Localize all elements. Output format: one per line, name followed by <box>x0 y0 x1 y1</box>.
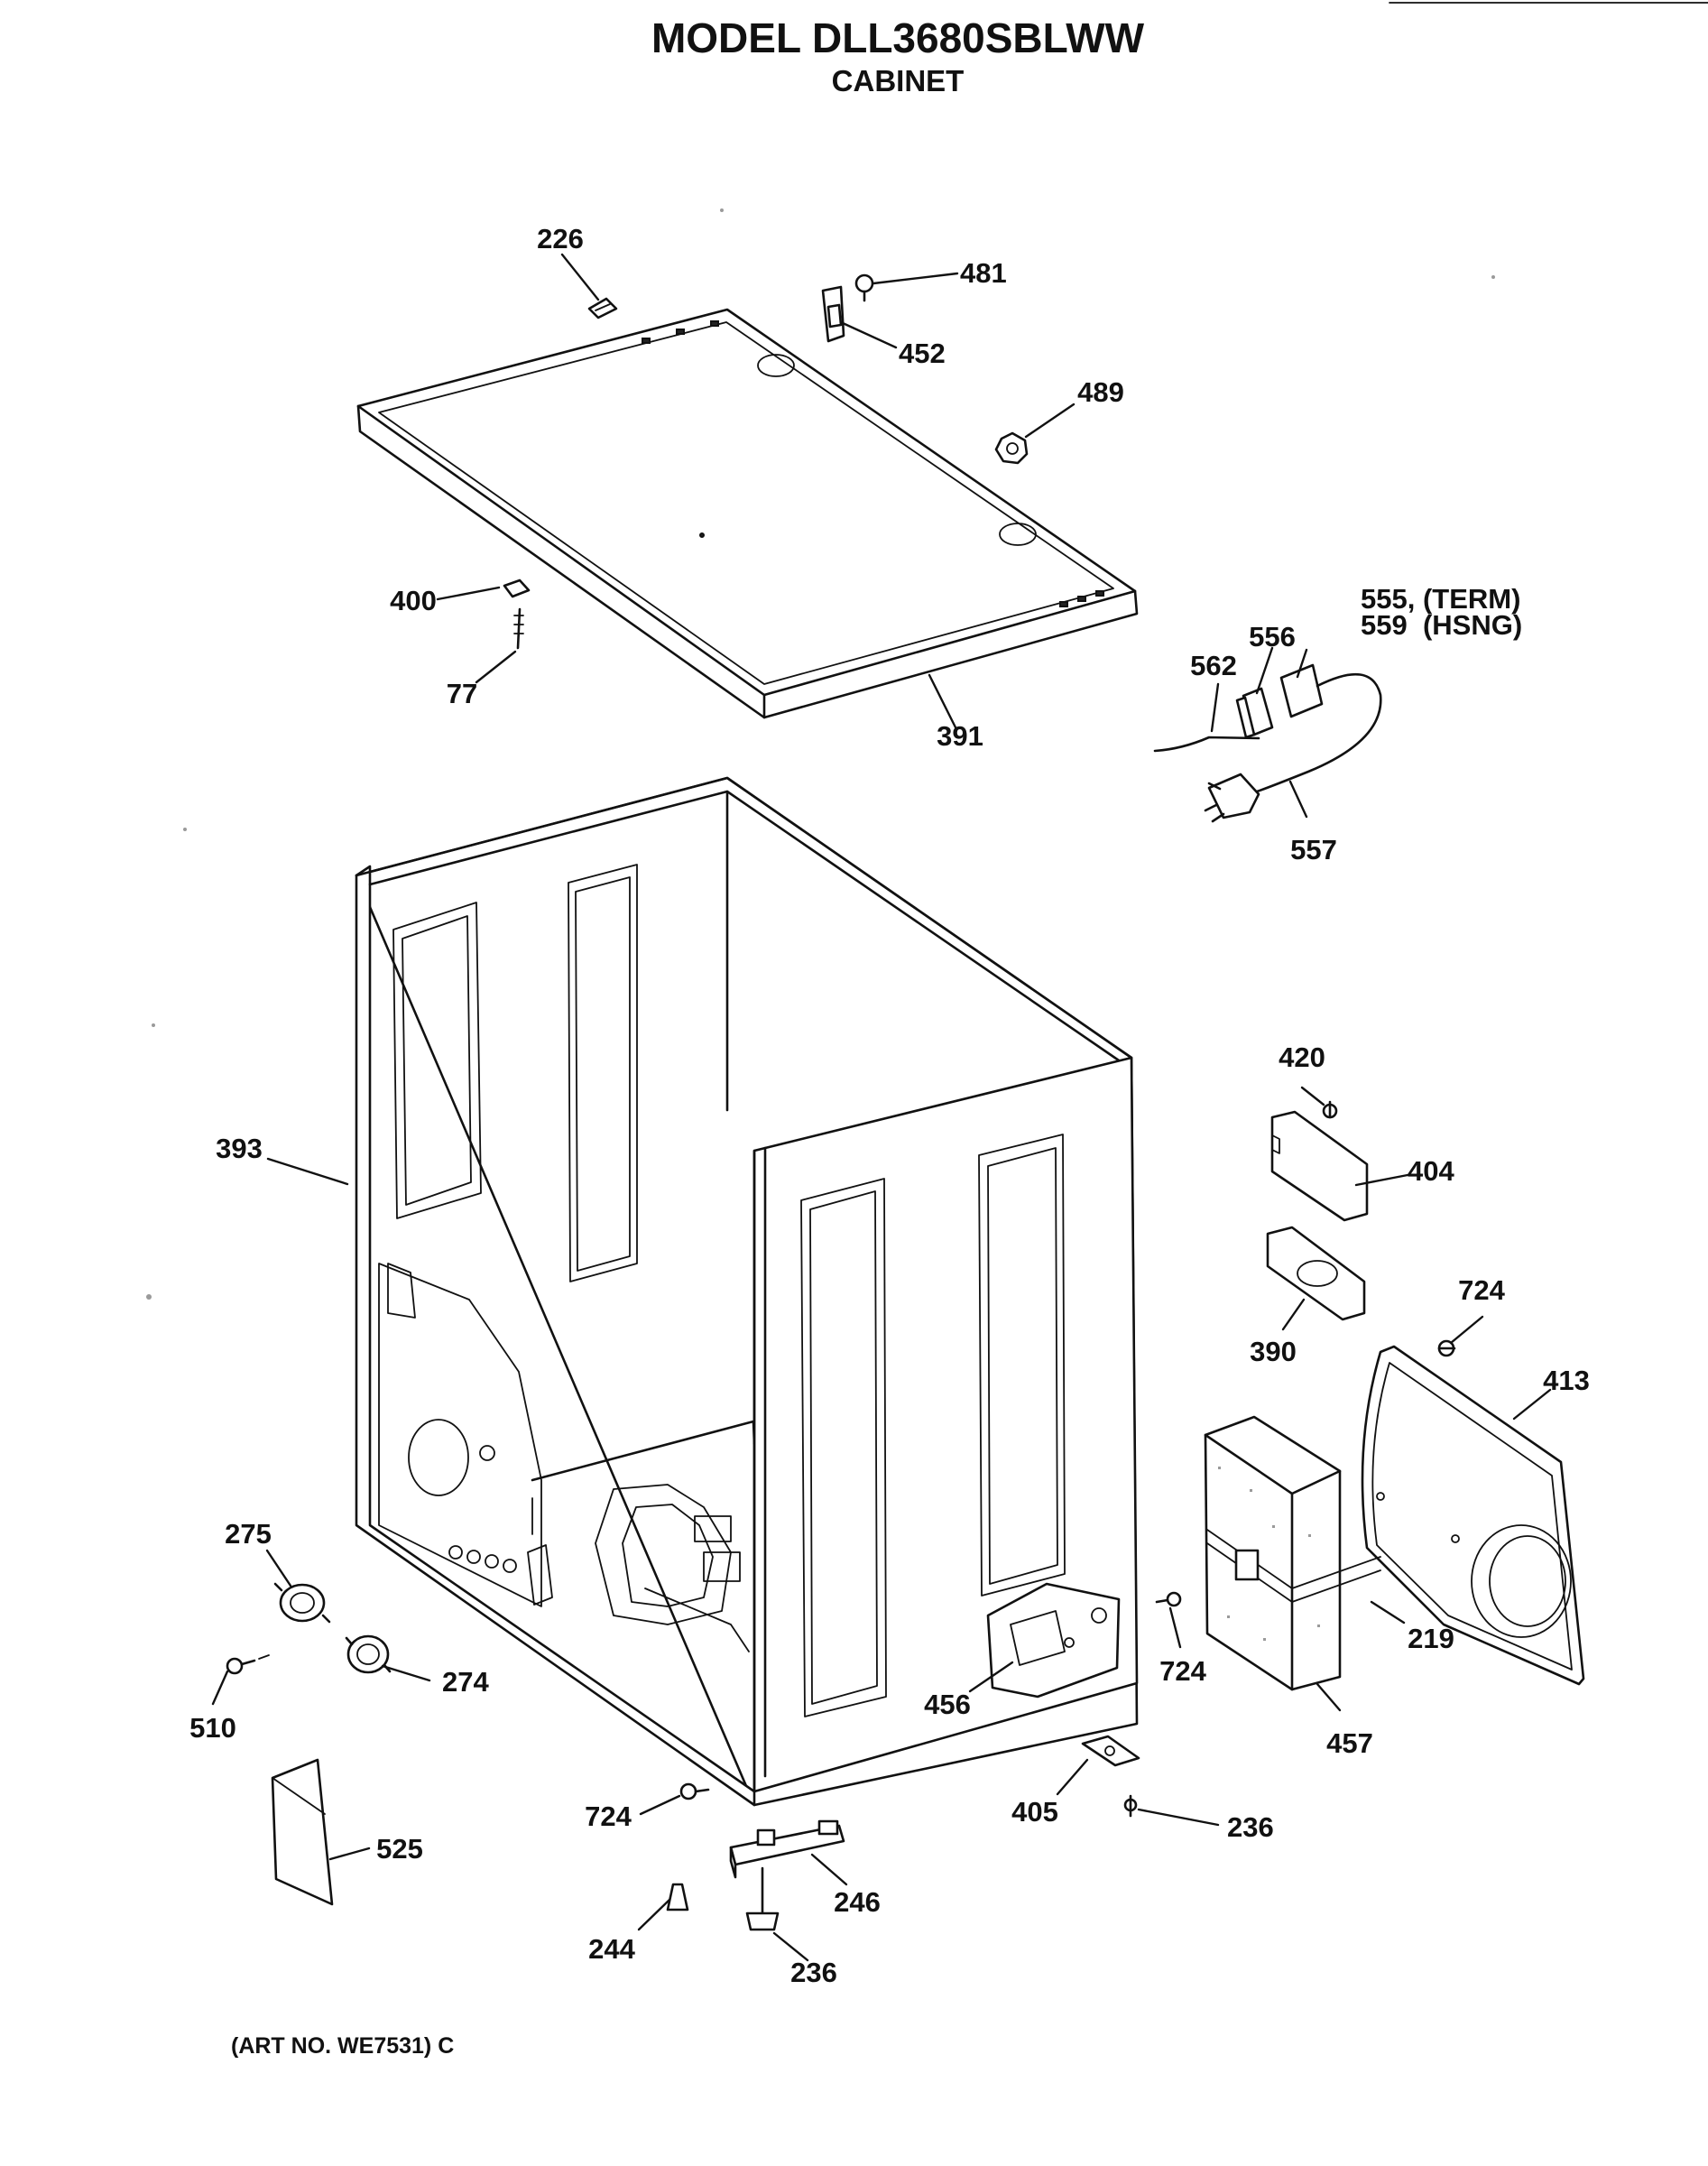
callout-77: 77 <box>447 678 477 709</box>
callout-244: 244 <box>588 1933 635 1965</box>
scan-speck <box>183 828 187 831</box>
callout-391: 391 <box>937 720 983 752</box>
scan-speck <box>1491 275 1495 279</box>
callout-510: 510 <box>189 1712 236 1744</box>
callout-275: 275 <box>225 1518 272 1550</box>
callout-246: 246 <box>834 1886 881 1918</box>
screw-724-upper <box>1437 1339 1456 1357</box>
section-subtitle: CABINET <box>832 64 965 97</box>
callout-456: 456 <box>924 1689 971 1720</box>
clip-226 <box>587 297 618 319</box>
screw-420 <box>1322 1100 1338 1119</box>
model-title: MODEL DLL3680SBLWW <box>651 14 1145 61</box>
scan-speck <box>720 208 724 212</box>
callout-405: 405 <box>1011 1796 1058 1828</box>
power-cord-assembly <box>1153 663 1382 823</box>
clip-400 <box>503 579 531 598</box>
art-number: (ART NO. WE7531) C <box>231 2033 454 2059</box>
callout-219: 219 <box>1408 1623 1454 1654</box>
top-panel <box>356 308 1139 719</box>
callout-724-middle: 724 <box>1159 1655 1206 1687</box>
bracket-405 <box>1081 1735 1140 1767</box>
callout-555-term: 555, (TERM) <box>1361 583 1520 615</box>
envelope-525 <box>271 1758 334 1906</box>
screw-481 <box>854 273 874 302</box>
rear-panel-413 <box>1361 1345 1585 1686</box>
callout-413: 413 <box>1543 1365 1590 1396</box>
callout-489: 489 <box>1077 376 1124 408</box>
hinge-452 <box>821 285 845 343</box>
callout-452: 452 <box>899 338 946 369</box>
callout-226: 226 <box>537 223 584 255</box>
leader-lines <box>211 253 1552 1962</box>
front-panel <box>752 1056 1139 1793</box>
callout-724-upper: 724 <box>1458 1274 1505 1306</box>
callout-404: 404 <box>1408 1155 1454 1187</box>
callout-400: 400 <box>390 585 437 616</box>
plate-390 <box>1266 1226 1366 1321</box>
callout-557: 557 <box>1290 834 1337 865</box>
nut-489 <box>994 431 1029 465</box>
leveling-leg-236 <box>745 1866 780 1931</box>
plate-404 <box>1270 1110 1369 1222</box>
screw-510 <box>226 1654 270 1675</box>
callout-236-bottom: 236 <box>790 1957 837 1988</box>
screw-724-lower <box>679 1782 710 1800</box>
leveling-bracket-246 <box>729 1819 845 1879</box>
foot-244 <box>666 1883 689 1911</box>
callout-390: 390 <box>1250 1336 1297 1367</box>
callout-274: 274 <box>442 1666 489 1698</box>
callout-393: 393 <box>216 1133 263 1164</box>
callout-525: 525 <box>376 1833 423 1865</box>
screw-236-right <box>1123 1794 1138 1818</box>
thermostat-274 <box>345 1634 392 1674</box>
callout-562: 562 <box>1190 650 1237 681</box>
screw-724-middle <box>1155 1591 1182 1607</box>
callout-236-right: 236 <box>1227 1811 1274 1843</box>
thermostat-275 <box>273 1582 331 1624</box>
screw-77 <box>513 607 524 650</box>
callout-481: 481 <box>960 257 1007 289</box>
callout-559-hsng: 559 (HSNG) <box>1361 609 1522 641</box>
callout-420: 420 <box>1279 1041 1325 1073</box>
callout-724-lower: 724 <box>585 1800 632 1832</box>
callout-556: 556 <box>1249 621 1296 653</box>
scan-speck <box>152 1023 155 1027</box>
callout-457: 457 <box>1326 1727 1373 1759</box>
callout-labels: 226 481 452 489 400 77 391 555, (TERM) 5… <box>189 223 1590 1988</box>
heater-box-457 <box>1204 1415 1381 1691</box>
scan-speck <box>146 1294 152 1300</box>
